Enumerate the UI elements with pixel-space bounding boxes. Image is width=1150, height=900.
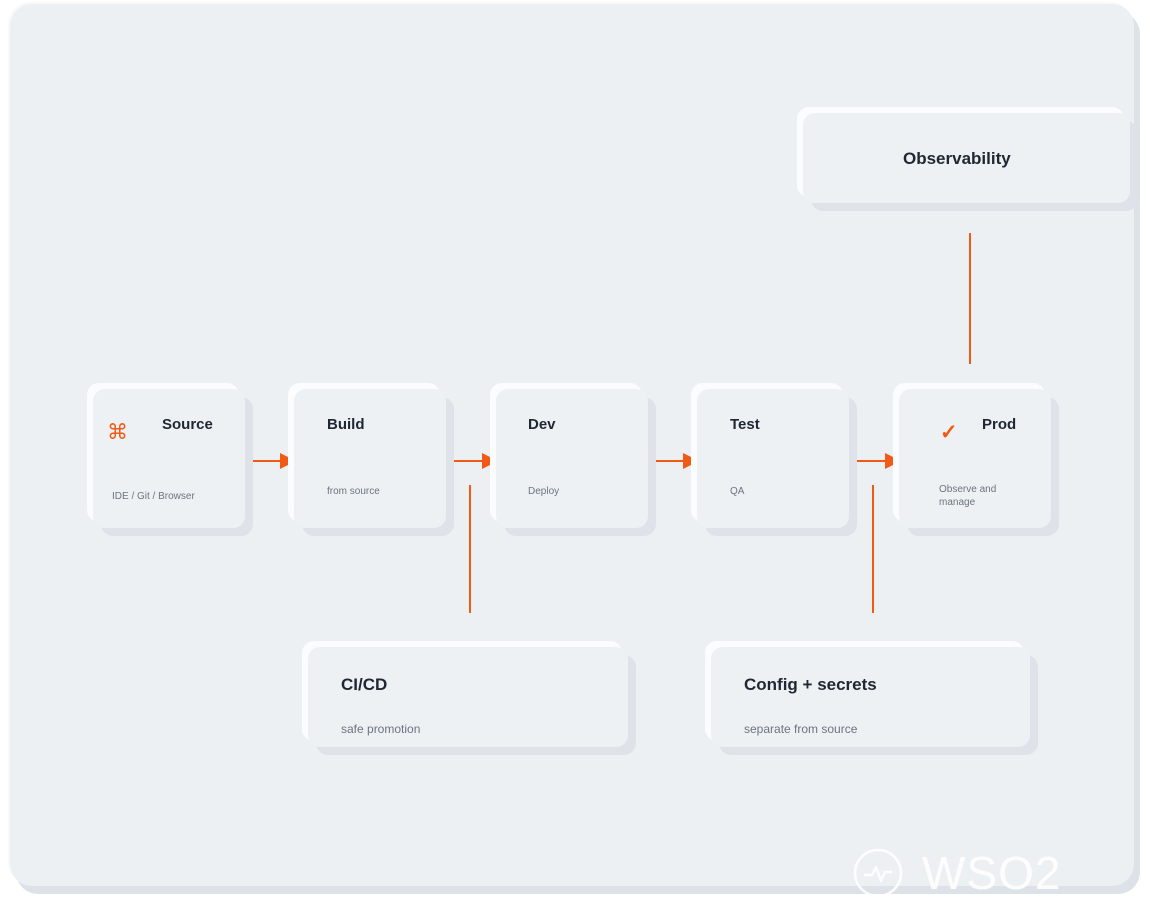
step-dev-title: Dev bbox=[528, 416, 556, 433]
step-build-sub: from source bbox=[327, 486, 380, 497]
step-test-title: Test bbox=[730, 416, 760, 433]
observability-card[interactable]: Observability bbox=[803, 113, 1130, 203]
cicd-title: CI/CD bbox=[341, 675, 388, 694]
pulse-circle-icon bbox=[853, 848, 903, 898]
checkmark-icon: ✓ bbox=[940, 421, 958, 444]
step-dev-sub: Deploy bbox=[528, 486, 560, 497]
step-test-sub: QA bbox=[730, 486, 745, 497]
config-card[interactable]: Config + secrets separate from source bbox=[711, 647, 1030, 747]
config-sub: separate from source bbox=[744, 722, 858, 736]
step-dev[interactable]: Dev Deploy bbox=[496, 389, 648, 528]
wso2-watermark: WSO2 bbox=[852, 848, 1082, 898]
watermark-text: WSO2 bbox=[922, 847, 1062, 899]
step-test[interactable]: Test QA bbox=[697, 389, 849, 528]
step-build-title: Build bbox=[327, 416, 365, 433]
step-source[interactable]: ⌘ Source IDE / Git / Browser bbox=[93, 389, 245, 528]
observability-title: Observability bbox=[903, 149, 1011, 168]
cicd-card[interactable]: CI/CD safe promotion bbox=[308, 647, 628, 747]
step-source-title: Source bbox=[162, 416, 213, 433]
step-prod[interactable]: ✓ Prod Observe and manage bbox=[899, 389, 1051, 528]
config-title: Config + secrets bbox=[744, 675, 877, 694]
step-build[interactable]: Build from source bbox=[294, 389, 446, 528]
step-prod-title: Prod bbox=[982, 416, 1017, 433]
cicd-sub: safe promotion bbox=[341, 722, 421, 736]
step-source-sub: IDE / Git / Browser bbox=[112, 491, 195, 502]
command-icon: ⌘ bbox=[107, 421, 128, 444]
step-prod-sub: Observe and manage bbox=[939, 484, 997, 508]
